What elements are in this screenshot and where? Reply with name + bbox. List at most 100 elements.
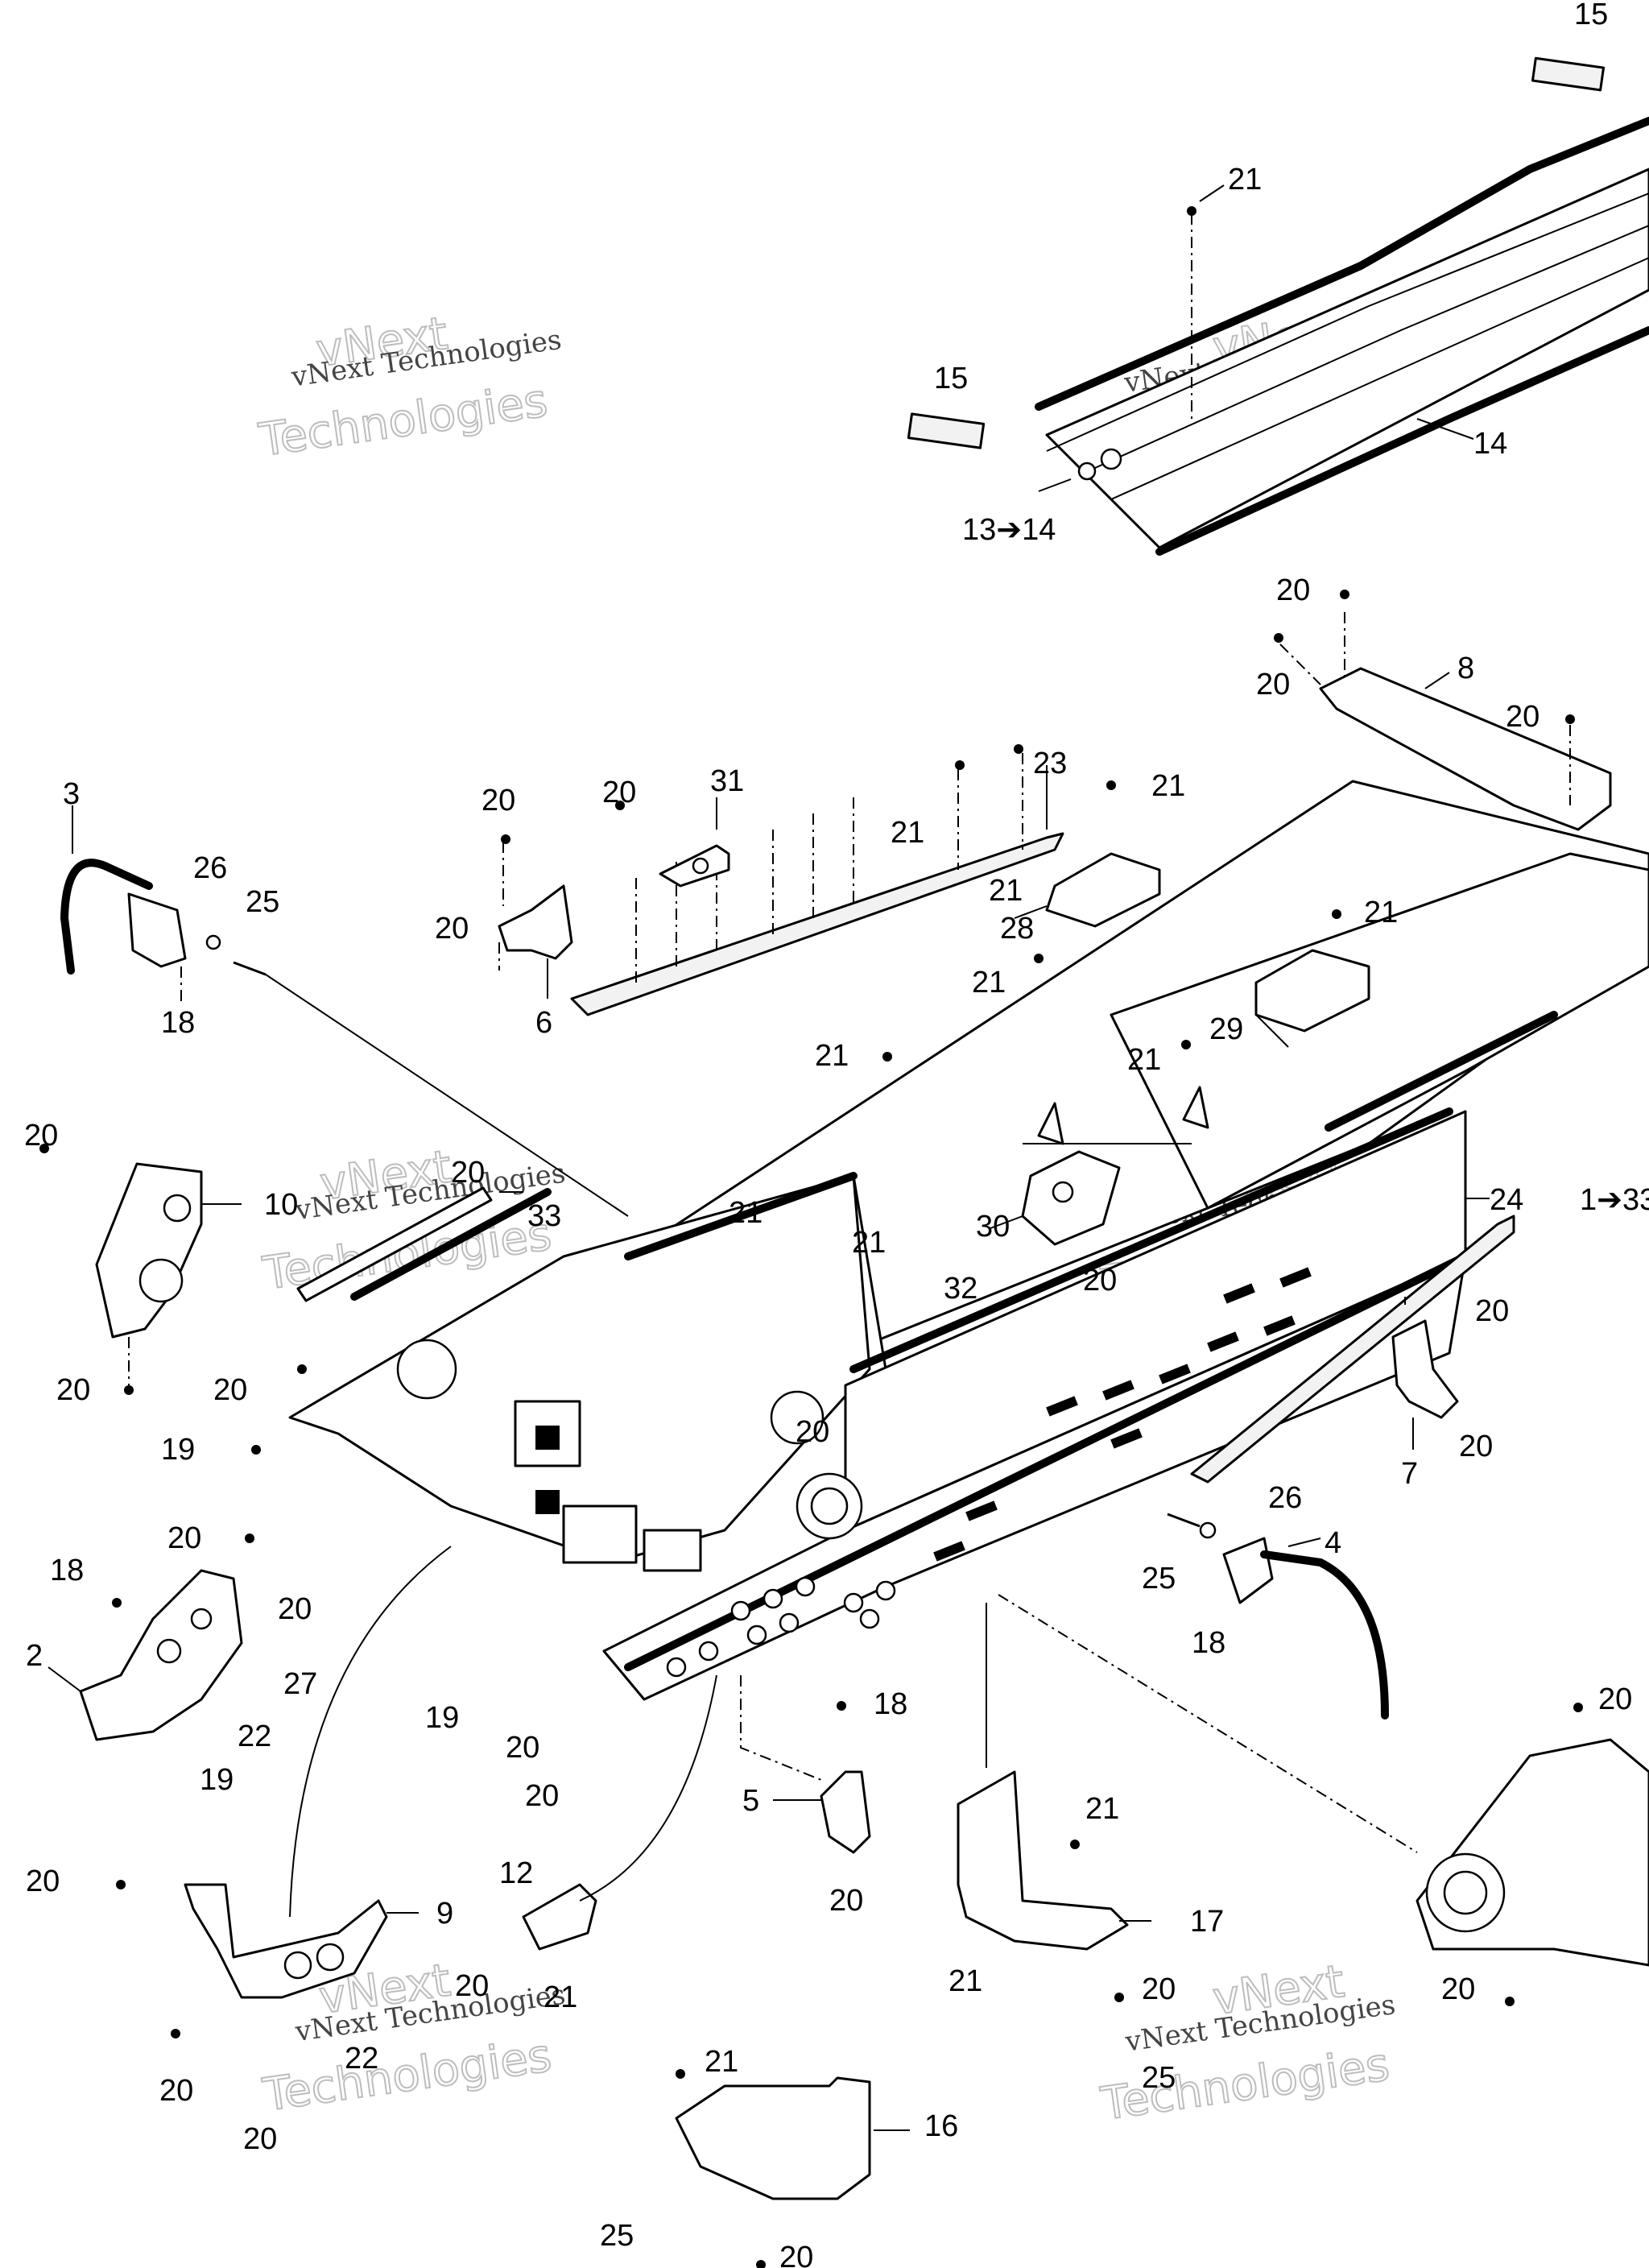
callout-25-c: 25 — [1142, 2061, 1176, 2095]
part-24-trim-strip — [1190, 1198, 1515, 1484]
callout-20-u: 20 — [26, 1864, 60, 1898]
handle-bar — [60, 859, 153, 975]
callout-21-j: 21 — [852, 1226, 886, 1260]
bulkhead-grommet-1 — [535, 1426, 560, 1450]
rail-groove-1 — [1046, 192, 1649, 452]
callout-3: 3 — [63, 777, 80, 811]
part-10-plate — [95, 1162, 242, 1385]
callout-4: 4 — [1325, 1526, 1341, 1560]
callout-20-q: 20 — [506, 1731, 539, 1765]
bracket-16 — [675, 2076, 871, 2200]
callout-24: 24 — [1490, 1183, 1523, 1217]
watermark-1: vNext vNext Technologies Technologies — [255, 307, 564, 468]
callout-23: 23 — [1033, 747, 1067, 780]
part-2-bracket — [48, 1569, 243, 1741]
callout-32: 32 — [944, 1272, 977, 1306]
callout-20-y: 20 — [159, 2074, 193, 2108]
rear-bracket — [1319, 667, 1612, 831]
callout-21-f: 21 — [972, 966, 1006, 999]
bolt-25-right — [1167, 1513, 1201, 1528]
tunnel-edge — [849, 1107, 1453, 1373]
callout-25-right: 25 — [1142, 1562, 1176, 1595]
callout-21-e: 21 — [1364, 896, 1398, 929]
arrow-3-to-chassis — [265, 974, 629, 1217]
part-3-handle — [60, 805, 629, 1217]
leader-14 — [1416, 418, 1474, 440]
bulkhead-edge-2 — [624, 1172, 858, 1260]
strap-33 — [296, 1186, 493, 1302]
callout-20-x: 20 — [1441, 1972, 1475, 2006]
callout-13: 13➔14 — [962, 513, 1056, 547]
callout-22-b: 22 — [345, 2042, 378, 2076]
chassis-tunnel — [288, 780, 1649, 1701]
part-23-trim-strip — [570, 753, 1064, 1016]
callout-20-p: 20 — [278, 1592, 312, 1626]
bracket-5 — [820, 1770, 871, 1854]
part-32-bracket — [990, 1086, 1209, 1246]
callout-27: 27 — [283, 1667, 317, 1701]
rail-lower — [1155, 326, 1649, 556]
callout-20-b: 20 — [1256, 668, 1290, 702]
callout-18-c: 18 — [874, 1687, 907, 1721]
tunnel-bearing-hole-inner — [810, 1487, 849, 1525]
end-cap-15-left — [907, 412, 986, 449]
callout-18-b: 18 — [50, 1554, 84, 1587]
handle-bracket — [127, 892, 187, 968]
screw-20-b — [1274, 633, 1283, 643]
bulkhead-window-3 — [643, 1529, 702, 1572]
callout-21-top: 21 — [1228, 163, 1262, 197]
callout-20-a: 20 — [1276, 573, 1310, 607]
part-6-bracket — [498, 842, 573, 999]
axis-8-b — [1279, 644, 1321, 685]
callout-19-c: 19 — [425, 1701, 459, 1735]
leader-28 — [1014, 905, 1048, 919]
bracket-6 — [498, 884, 573, 960]
callout-22-a: 22 — [238, 1720, 271, 1753]
rail-groove-2 — [1078, 225, 1649, 476]
callout-20-k: 20 — [213, 1373, 247, 1407]
callout-25-d: 25 — [600, 2219, 634, 2253]
callout-20-e: 20 — [435, 912, 469, 946]
callout-20-l: 20 — [796, 1415, 829, 1449]
arrow-9-to-chassis — [289, 1546, 452, 1918]
callout-17: 17 — [1190, 1905, 1224, 1939]
bulkhead-grommet-2 — [535, 1490, 560, 1514]
callout-19-a: 19 — [161, 1433, 195, 1467]
callout-20-s: 20 — [1598, 1682, 1632, 1716]
callout-8: 8 — [1457, 652, 1474, 685]
leader-29 — [1255, 1014, 1289, 1048]
side-plate-bearing-inner — [1443, 1870, 1488, 1915]
bulkhead-hole-2 — [770, 1390, 824, 1445]
side-plate-right — [1415, 1738, 1649, 1967]
bracket-7 — [1391, 1319, 1459, 1419]
callout-21-d: 21 — [989, 874, 1023, 908]
part-17-bracket — [957, 1603, 1151, 1951]
bracket-17 — [957, 1770, 1129, 1951]
part-31-clip — [659, 797, 730, 888]
callout-12: 12 — [499, 1856, 533, 1890]
leader-13 — [1038, 478, 1072, 492]
plate-10 — [95, 1162, 203, 1339]
part-33-strap — [296, 1186, 523, 1302]
leader-21-top — [1199, 184, 1225, 202]
callout-33: 33 — [527, 1199, 561, 1233]
trim-strip-24 — [1190, 1215, 1515, 1484]
washer-26 — [205, 934, 221, 950]
front-bulkhead — [288, 1174, 871, 1564]
screw-20-c — [1565, 714, 1575, 724]
callout-20-c: 20 — [1506, 700, 1539, 734]
part-4-handle — [1167, 1513, 1389, 1720]
screw-20-a — [1340, 590, 1349, 599]
part-29-bracket — [1254, 949, 1370, 1048]
callout-20-o: 20 — [167, 1521, 201, 1555]
callout-19-b: 19 — [200, 1763, 234, 1797]
bulkhead-edge-1 — [350, 1188, 552, 1301]
tunnel-rear-deck — [1110, 852, 1649, 1210]
callout-16: 16 — [924, 2109, 958, 2143]
part-9-bracket — [184, 1546, 452, 1999]
running-board-panel — [1045, 168, 1649, 549]
callout-labels: 15 21 15 14 13➔14 20 20 8 20 3 26 25 18 … — [24, 0, 1649, 2268]
part-5-bracket — [740, 1675, 871, 1854]
footrest-slots — [933, 1267, 1312, 1562]
